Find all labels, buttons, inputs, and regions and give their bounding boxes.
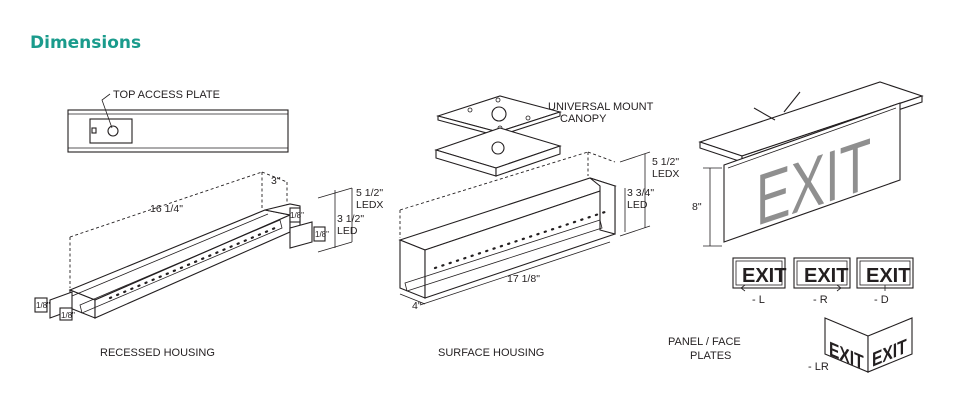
face-plate-r-code: - R xyxy=(813,294,828,306)
canopy-label-line2: CANOPY xyxy=(560,113,607,125)
top-access-plate-drawing xyxy=(67,93,289,153)
surface-led-label: LED xyxy=(627,199,648,211)
recessed-housing-label: RECESSED HOUSING xyxy=(100,347,215,359)
surface-housing-label: SURFACE HOUSING xyxy=(438,347,544,359)
face-plate-r: EXIT - R xyxy=(793,257,851,306)
recessed-ledx-label: LEDX xyxy=(356,199,383,211)
canopy-drawing xyxy=(434,95,562,177)
panel-label-line1: PANEL / FACE xyxy=(668,336,741,348)
recessed-housing-drawing: 1/8" 1/8" 1/8" 1/8" xyxy=(34,171,353,321)
surface-depth-dim: 4" xyxy=(412,300,422,312)
clip-dim-3: 1/8" xyxy=(290,211,304,220)
recessed-length-dim: 16 1/4" xyxy=(150,203,183,215)
clip-dim-4: 1/8" xyxy=(315,230,329,239)
sign-height-dim: 8" xyxy=(692,201,702,213)
recessed-depth-dim: 3" xyxy=(271,175,281,187)
face-plate-d: EXIT - D xyxy=(856,257,914,306)
face-plate-d-text: EXIT xyxy=(866,265,910,287)
face-plate-r-text: EXIT xyxy=(804,265,848,287)
recessed-led-height: 3 1/2" xyxy=(337,213,364,225)
recessed-ledx-height: 5 1/2" xyxy=(356,187,383,199)
face-plate-l-text: EXIT xyxy=(742,265,786,287)
face-plate-lr: EXIT EXIT - LR xyxy=(808,317,913,374)
surface-housing-drawing xyxy=(398,151,651,306)
surface-led-height: 3 3/4" xyxy=(627,187,654,199)
exit-sign-drawing xyxy=(698,81,924,247)
surface-ledx-label: LEDX xyxy=(652,168,679,180)
top-access-plate-label: TOP ACCESS PLATE xyxy=(113,89,220,101)
face-plate-l-code: - L xyxy=(752,294,765,306)
face-plate-l: EXIT - L xyxy=(732,257,786,306)
face-plate-lr-code: - LR xyxy=(808,361,829,373)
page-title: Dimensions xyxy=(30,33,142,53)
surface-ledx-height: 5 1/2" xyxy=(652,156,679,168)
surface-length-dim: 17 1/8" xyxy=(507,273,540,285)
face-plate-d-code: - D xyxy=(874,294,889,306)
recessed-led-label: LED xyxy=(337,225,358,237)
canopy-label-line1: UNIVERSAL MOUNT xyxy=(548,101,654,113)
clip-dim-2: 1/8" xyxy=(61,311,75,320)
clip-dim-1: 1/8" xyxy=(36,301,50,310)
panel-label-line2: PLATES xyxy=(690,350,731,362)
